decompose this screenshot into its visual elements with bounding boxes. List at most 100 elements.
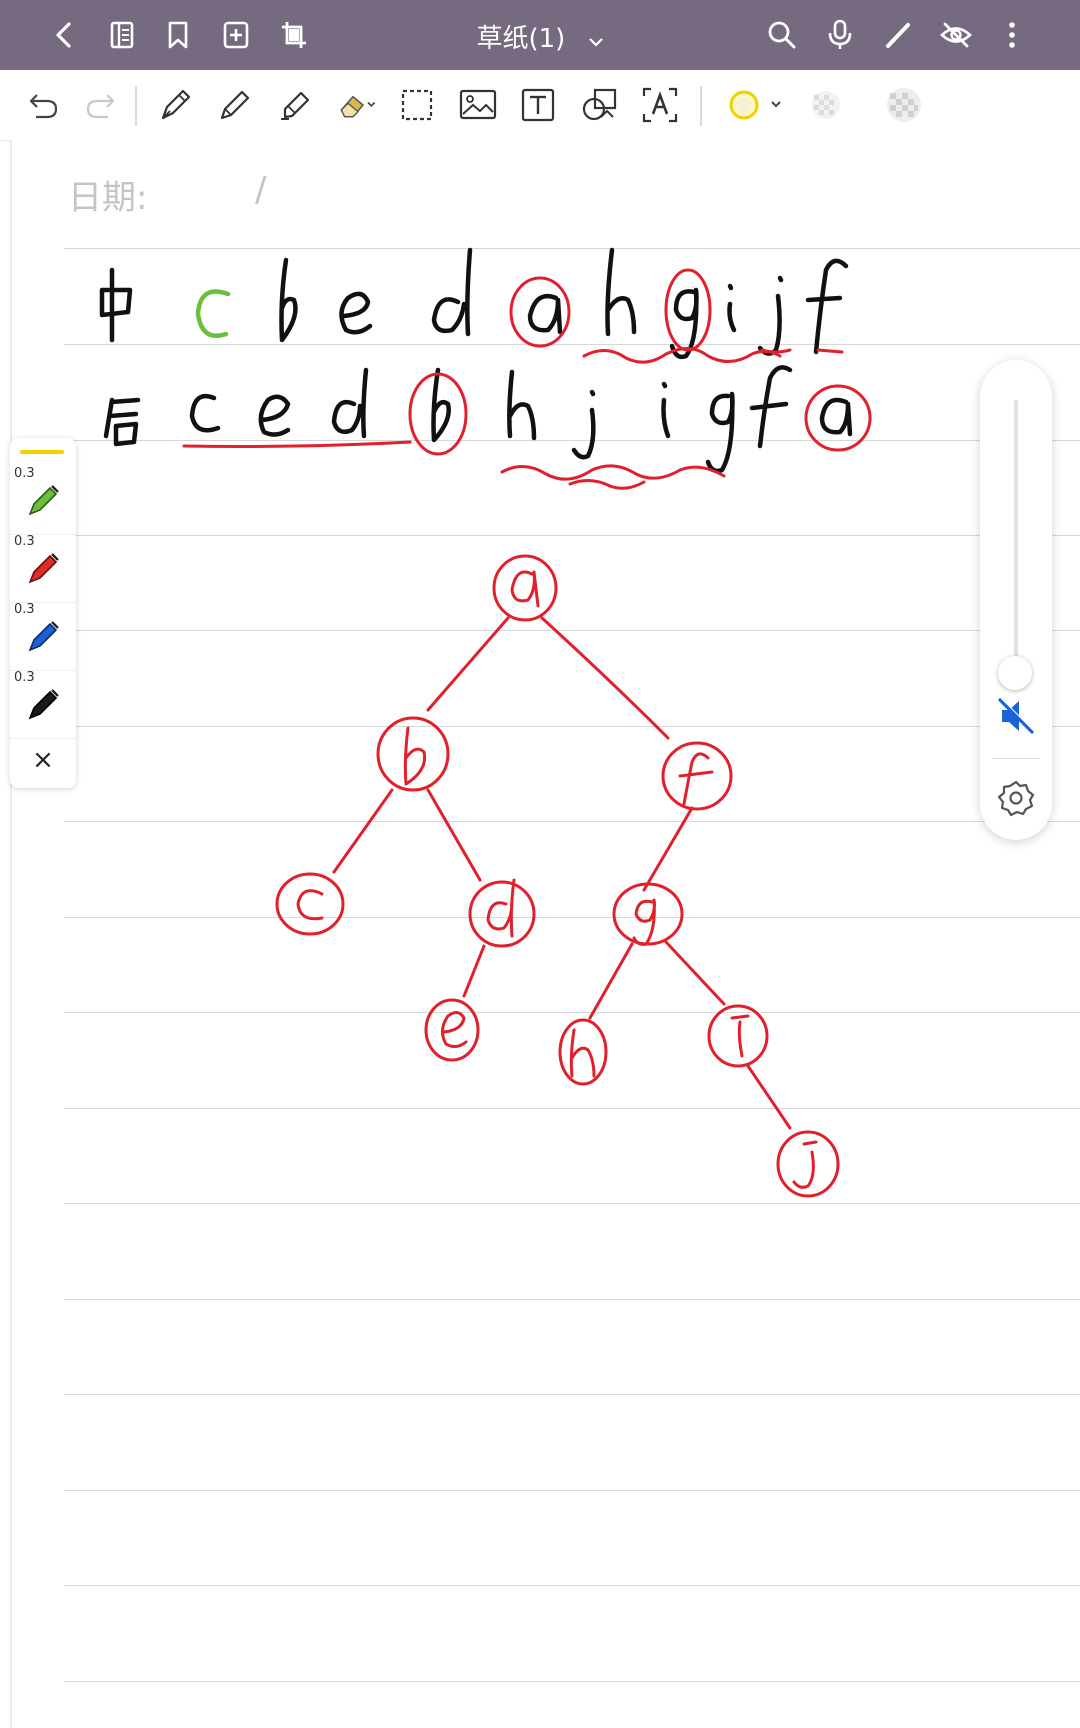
ink-stroke <box>486 878 516 938</box>
ink-stroke <box>540 616 670 740</box>
ink-stroke <box>571 389 596 460</box>
pen-preset-black[interactable]: 0.3 <box>10 670 76 739</box>
ink-stroke <box>612 882 684 946</box>
drawing-toolbar <box>0 70 1080 141</box>
ink-stroke <box>605 247 637 337</box>
color-picker-icon[interactable] <box>724 85 788 125</box>
ink-stroke <box>182 440 412 448</box>
ink-stroke <box>819 397 853 437</box>
ink-stroke <box>441 1011 468 1049</box>
ink-stroke <box>805 258 849 355</box>
ink-stroke <box>568 479 646 490</box>
more-icon[interactable] <box>994 17 1030 53</box>
ruled-line <box>64 1585 1080 1586</box>
eraser-icon[interactable] <box>338 85 378 125</box>
pen-size-label: 0.3 <box>14 466 35 481</box>
toolbar-divider <box>700 86 702 126</box>
image-icon[interactable] <box>458 85 498 125</box>
ruled-line <box>64 344 1080 345</box>
bookmark-icon[interactable] <box>160 17 196 53</box>
ink-stroke <box>509 276 571 348</box>
ruled-line <box>64 1299 1080 1300</box>
ink-stroke <box>746 1064 792 1130</box>
ink-stroke <box>500 464 726 481</box>
pen-preset-green[interactable]: 0.3 <box>10 466 76 535</box>
close-panel-button[interactable]: × <box>32 745 54 775</box>
ink-stroke <box>462 944 486 998</box>
ink-stroke <box>189 393 221 433</box>
text-box-icon[interactable] <box>518 85 558 125</box>
checker-icon[interactable] <box>884 85 924 125</box>
ink-stroke <box>664 940 726 1006</box>
ink-stroke <box>408 372 468 456</box>
ruled-line <box>64 1394 1080 1395</box>
text-recognition-icon[interactable] <box>640 85 680 125</box>
add-page-icon[interactable] <box>218 17 254 53</box>
ruled-line <box>64 1490 1080 1491</box>
undo-icon[interactable] <box>24 85 64 125</box>
ink-stroke <box>705 391 735 474</box>
ink-stroke <box>507 369 537 441</box>
ink-stroke <box>749 365 793 449</box>
chevron-down-icon[interactable] <box>588 25 604 55</box>
ink-stroke <box>492 554 558 622</box>
crop-icon[interactable] <box>276 17 312 53</box>
pencil-icon[interactable] <box>215 85 255 125</box>
shape-icon[interactable] <box>580 85 620 125</box>
ruled-line <box>64 917 1080 918</box>
ruled-line <box>64 630 1080 631</box>
ink-stroke <box>678 752 714 806</box>
back-icon[interactable] <box>46 17 82 53</box>
mute-icon[interactable] <box>996 696 1036 736</box>
top-app-bar: 草纸(1) <box>0 0 1080 70</box>
ink-stroke <box>642 806 694 892</box>
redo-icon[interactable] <box>80 85 120 125</box>
date-label: 日期: <box>68 178 148 218</box>
ink-stroke <box>279 257 298 343</box>
ink-stroke <box>258 394 291 437</box>
ink-stroke <box>332 788 394 874</box>
pen-size-label: 0.3 <box>14 534 35 549</box>
ink-stroke <box>730 1014 750 1058</box>
pen-preset-red[interactable]: 0.3 <box>10 534 76 603</box>
fountain-pen-icon[interactable] <box>155 85 195 125</box>
ink-stroke <box>403 726 427 786</box>
checker-icon[interactable] <box>806 85 846 125</box>
pen-preset-blue[interactable]: 0.3 <box>10 602 76 671</box>
microphone-icon[interactable] <box>822 17 858 53</box>
ink-stroke <box>664 268 712 352</box>
ink-stroke <box>582 347 782 364</box>
volume-slider-track[interactable] <box>1014 400 1018 670</box>
volume-slider-knob[interactable] <box>998 656 1032 690</box>
ruled-line <box>64 535 1080 536</box>
page-list-icon[interactable] <box>104 17 140 53</box>
gear-icon[interactable] <box>996 778 1036 818</box>
ink-stroke <box>426 788 482 882</box>
ink-stroke <box>431 247 473 337</box>
search-icon[interactable] <box>764 17 800 53</box>
ink-stroke <box>424 998 480 1062</box>
ink-stroke <box>195 289 231 338</box>
lasso-select-icon[interactable] <box>397 85 437 125</box>
document-title[interactable]: 草纸(1) <box>476 24 566 54</box>
notebook-page[interactable] <box>10 140 1080 1728</box>
ink-stroke <box>527 293 563 335</box>
fountain-pen-icon <box>28 621 59 652</box>
highlighter-icon[interactable] <box>275 85 315 125</box>
ink-stroke <box>661 381 671 439</box>
hide-eye-icon[interactable] <box>938 17 974 53</box>
ink-stroke <box>468 880 536 948</box>
audio-side-panel <box>980 360 1052 840</box>
ink-stroke <box>569 1028 596 1078</box>
ink-stroke <box>661 741 733 811</box>
ink-stroke <box>339 291 373 335</box>
ink-stroke <box>431 367 451 443</box>
ink-stroke <box>331 367 369 439</box>
pen-icon[interactable] <box>880 17 916 53</box>
ink-stroke <box>558 1018 608 1086</box>
fountain-pen-icon <box>28 689 59 720</box>
ink-stroke <box>792 1140 818 1189</box>
ruled-line <box>64 1012 1080 1013</box>
ink-stroke <box>426 616 510 712</box>
